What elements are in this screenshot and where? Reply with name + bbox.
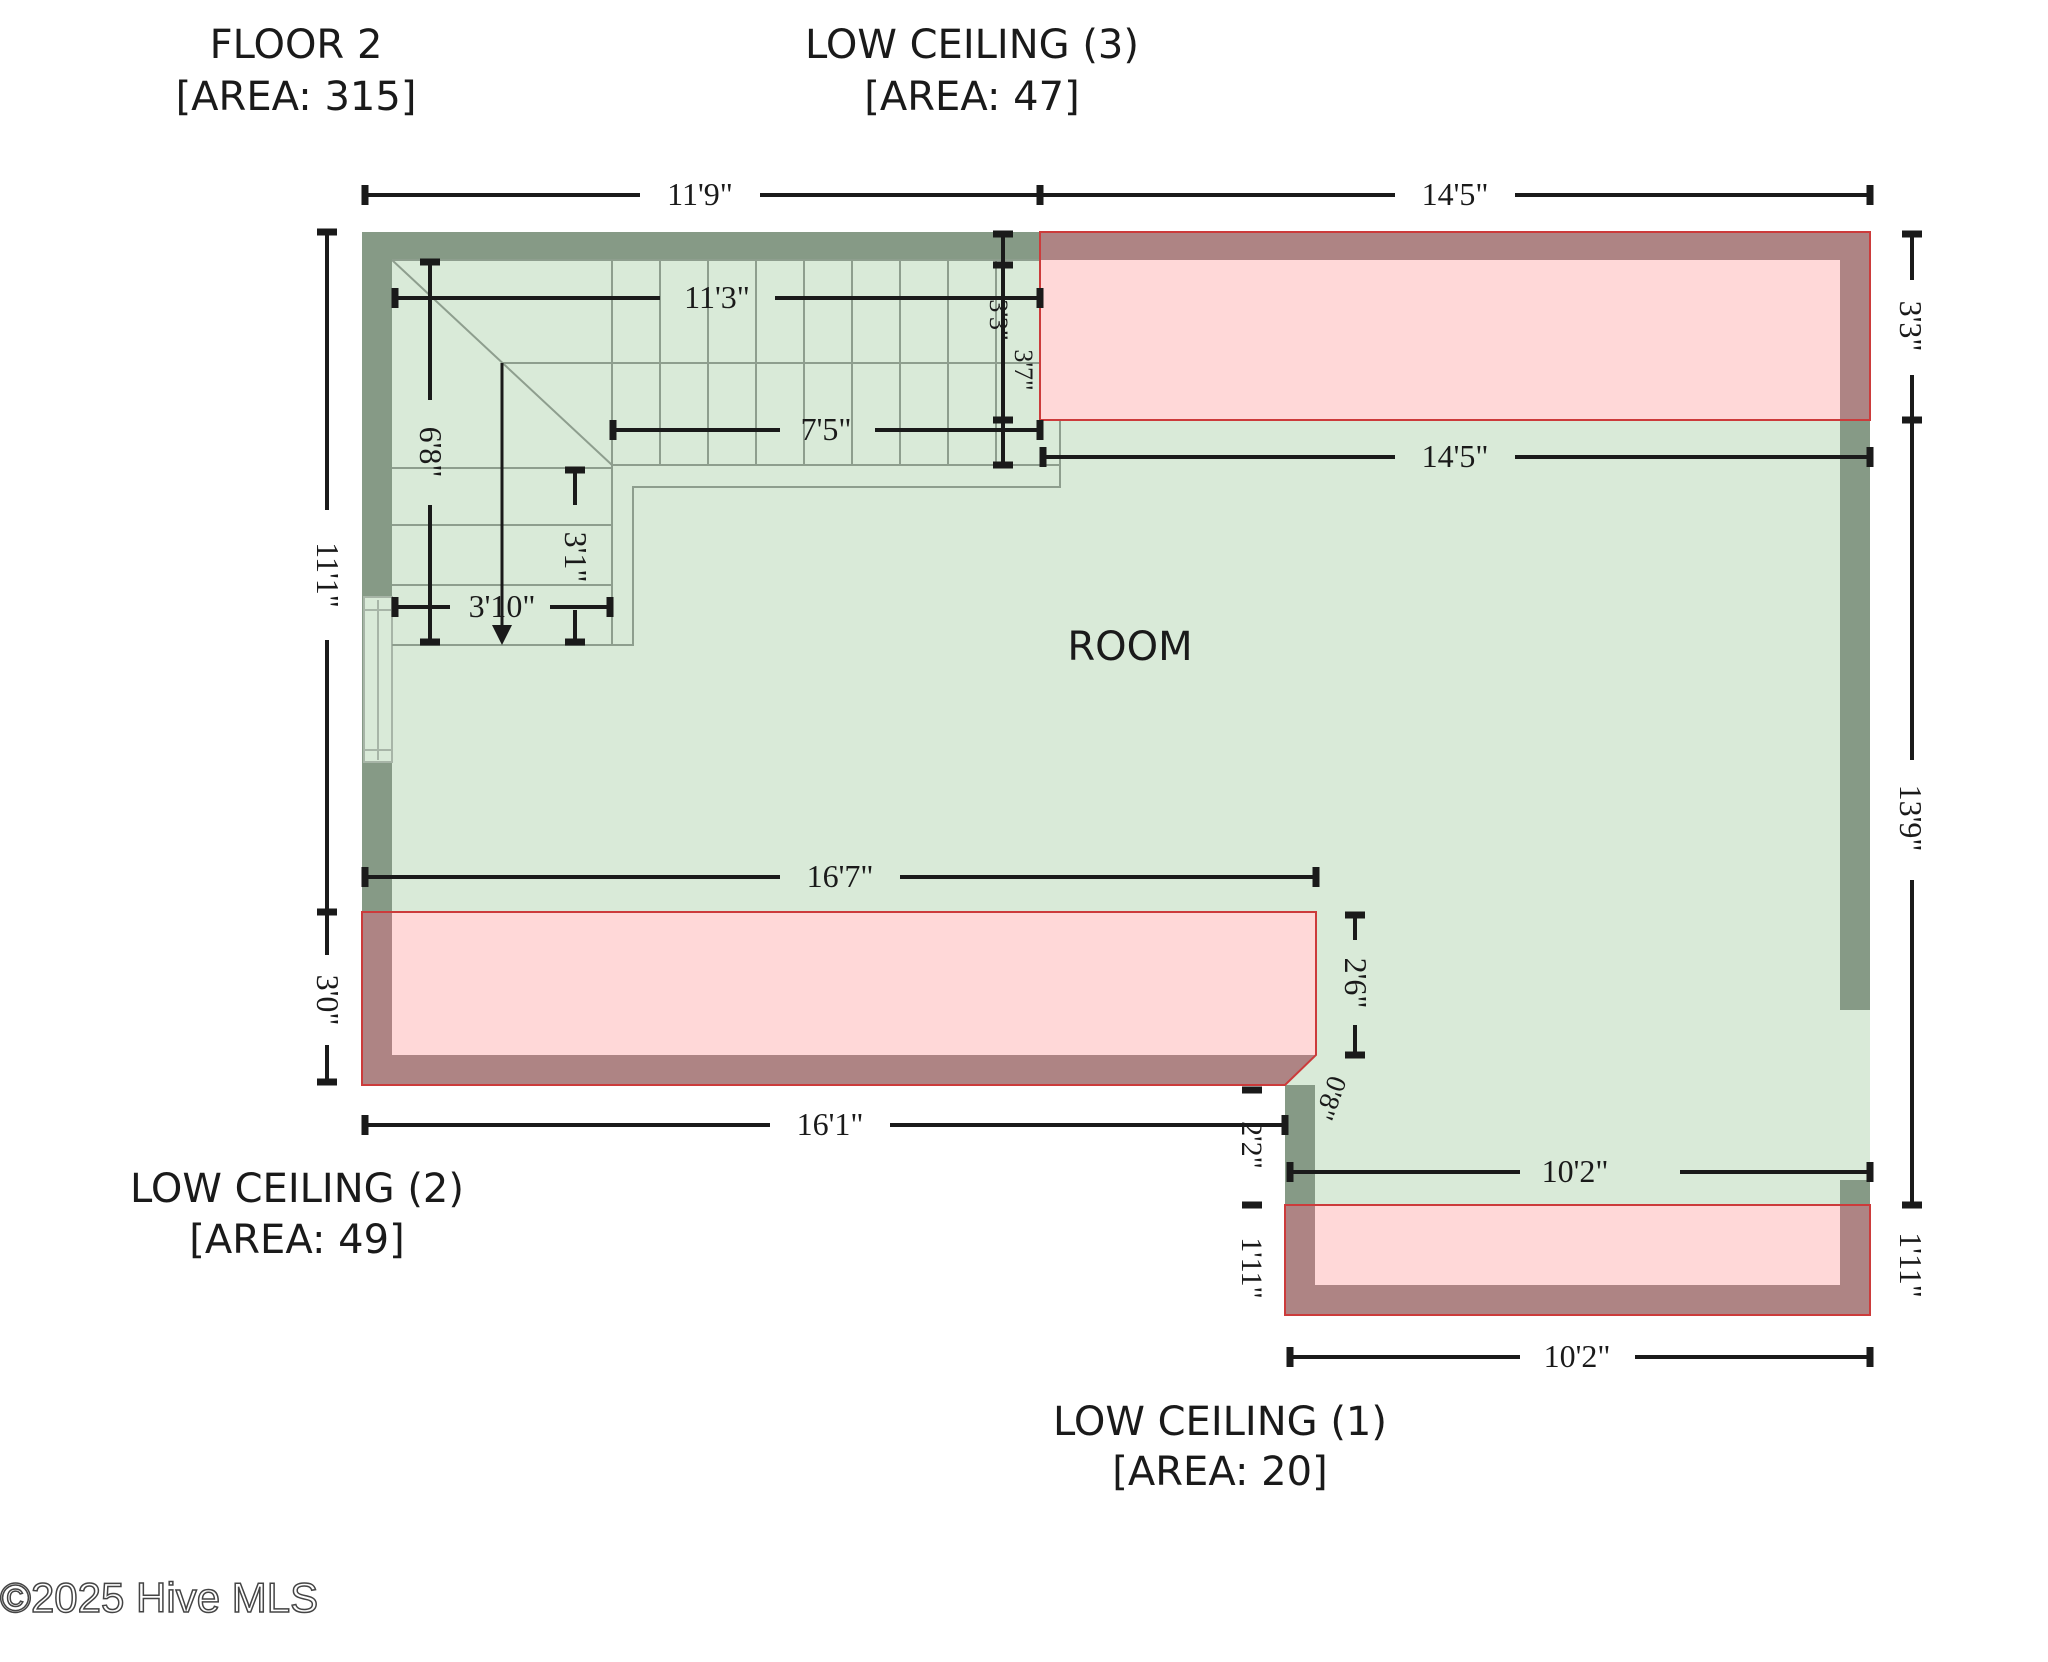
dim-room-bottom: 10'2" [1542,1153,1609,1189]
low-ceiling-3-area [1039,231,1871,421]
room-label: ROOM [1067,624,1192,670]
dim-left-total: 11'1" [310,542,346,608]
dim-lc1-left: 1'11" [1235,1237,1268,1299]
low-ceiling-1-area-label: [AREA: 20] [1112,1449,1327,1495]
dim-top-left: 11'9" [667,176,733,212]
dim-lc1-bottom: 10'2" [1544,1338,1611,1374]
dimension-labels: 11'9" 14'5" 11'3" 7'5" 14'5" 3'3" 3'7" 6… [310,176,1929,1374]
low-ceiling-1-title: LOW CEILING (1) [1053,1399,1387,1445]
dim-stair-landing-vert: 3'1" [558,532,594,583]
low-ceiling-1-area [1284,1204,1871,1316]
area-labels: FLOOR 2 [AREA: 315] LOW CEILING (3) [ARE… [130,22,1387,1495]
dim-stair-landing-horiz: 3'10" [469,588,536,624]
dim-stair-vert-small: 3'3" [984,299,1013,340]
low-ceiling-2-title: LOW CEILING (2) [130,1166,464,1212]
floor-area: [AREA: 315] [176,74,417,120]
low-ceiling-2-area-label: [AREA: 49] [189,1217,404,1263]
dim-right-top: 3'3" [1893,301,1929,352]
dim-stair-vert-small2: 3'7" [1009,349,1038,390]
floor-title: FLOOR 2 [210,22,383,68]
dim-right-main: 13'9" [1893,785,1929,852]
dim-right-bottom: 1'11" [1893,1232,1929,1298]
dim-stair-left-vert: 6'8" [413,427,449,478]
dim-room-lower-left: 16'7" [807,858,874,894]
dim-stair-mid: 7'5" [801,411,852,447]
low-ceiling-2-area [361,911,1317,1086]
dim-lc2-step: 2'6" [1338,958,1374,1009]
watermark: ©2025 Hive MLS [0,1574,318,1621]
dim-left-lower: 3'0" [310,975,346,1026]
low-ceiling-3-title: LOW CEILING (3) [805,22,1139,68]
low-ceiling-3-area-label: [AREA: 47] [864,74,1079,120]
dimension-lines [317,185,1922,1367]
dim-step-small: 2'2" [1235,1121,1268,1169]
window [363,596,393,763]
dim-room-top: 14'5" [1422,438,1489,474]
dim-stair-top: 11'3" [684,279,750,315]
dim-top-right: 14'5" [1422,176,1489,212]
dim-lc2-bottom: 16'1" [797,1106,864,1142]
